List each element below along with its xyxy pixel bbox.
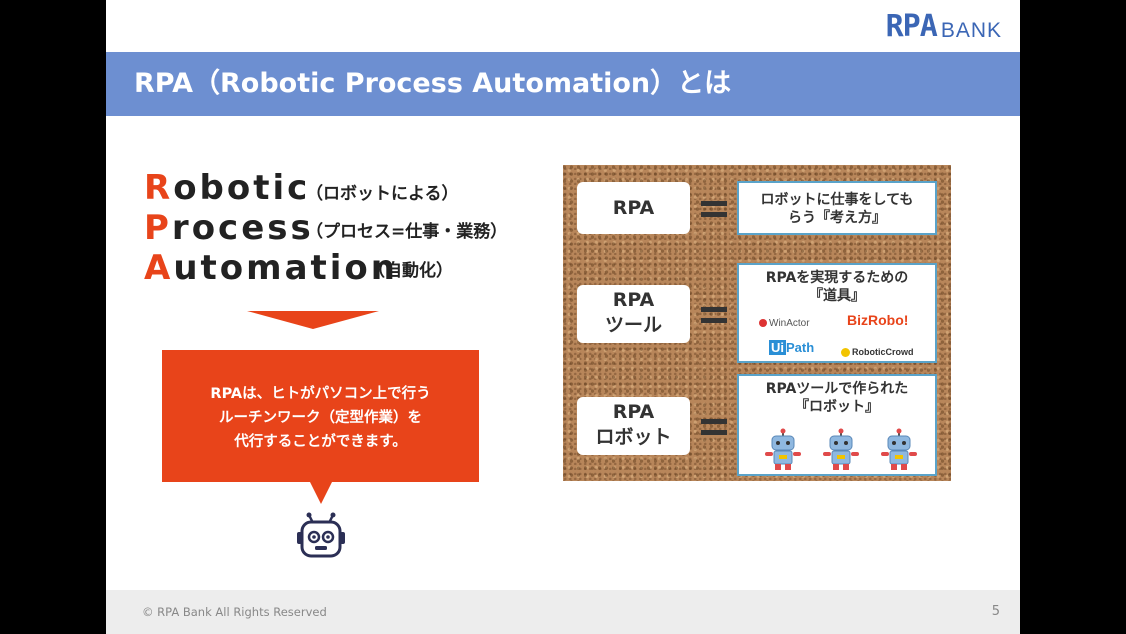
cork-board: RPA ロボットに仕事をしても らう『考え方』 RPA ツール RPAを実現する… xyxy=(563,165,951,481)
label-rpa-tool: RPA ツール xyxy=(577,285,690,343)
word-process: Process xyxy=(144,208,314,248)
definition-tool-line-2: 『道具』 xyxy=(809,288,865,304)
footer: © RPA Bank All Rights Reserved 5 xyxy=(106,590,1020,634)
uipath-ui-text: Ui xyxy=(769,340,786,355)
definition-concept: ロボットに仕事をしても らう『考え方』 xyxy=(737,181,937,235)
speech-bubble-tail xyxy=(310,482,332,504)
word-automation-rest: utomation xyxy=(173,248,398,288)
rpa-bank-logo: RPA BANK xyxy=(886,8,1002,42)
robot-face-icon xyxy=(297,512,345,558)
bubble-line-3: 代行することができます。 xyxy=(234,434,407,450)
word-automation-initial: A xyxy=(144,248,174,288)
slide-title: RPA（Robotic Process Automation）とは xyxy=(134,68,732,99)
word-robotic: Robotic xyxy=(144,168,310,208)
bubble-line-1: RPAは、ヒトがパソコン上で行う xyxy=(210,386,431,402)
winactor-mark-icon xyxy=(759,319,767,328)
winactor-logo: WinActor xyxy=(759,315,810,333)
equals-sign xyxy=(701,419,727,435)
word-robotic-rest: obotic xyxy=(173,168,311,208)
logo-rpa-text: RPA xyxy=(885,9,938,44)
bubble-line-2: ルーチンワーク（定型作業）を xyxy=(219,410,422,426)
definition-concept-line-1: ロボットに仕事をしても xyxy=(760,192,914,208)
roboticcrowd-mark-icon xyxy=(841,348,850,358)
word-robotic-initial: R xyxy=(144,168,174,208)
word-robotic-note: （ロボットによる） xyxy=(306,184,459,204)
definition-robot-line-1: RPAツールで作られた xyxy=(765,381,909,397)
label-rpa-tool-line-2: ツール xyxy=(604,314,662,336)
definition-tool-line-1: RPAを実現するための xyxy=(765,270,909,286)
label-rpa-robot-line-1: RPA xyxy=(612,401,655,423)
bizrobo-logo: BizRobo! xyxy=(847,312,909,328)
label-rpa-robot-line-2: ロボット xyxy=(595,426,672,448)
logo-bank-text: BANK xyxy=(940,19,1002,42)
word-process-note: （プロセス=仕事・業務） xyxy=(306,222,508,242)
copyright-text: © RPA Bank All Rights Reserved xyxy=(142,605,327,619)
definition-robot-line-2: 『ロボット』 xyxy=(795,399,879,415)
robot-illustration-icon xyxy=(765,428,801,470)
equals-sign xyxy=(701,307,727,323)
slide: RPA BANK RPA（Robotic Process Automation）… xyxy=(106,0,1020,634)
title-bar: RPA（Robotic Process Automation）とは xyxy=(106,52,1020,116)
definition-concept-line-2: らう『考え方』 xyxy=(788,210,886,226)
word-automation: Automation xyxy=(144,248,398,288)
roboticcrowd-logo: RoboticCrowd xyxy=(841,343,914,361)
word-process-initial: P xyxy=(144,208,172,248)
word-process-rest: rocess xyxy=(171,208,314,248)
definition-robot: RPAツールで作られた 『ロボット』 xyxy=(737,374,937,476)
label-rpa: RPA xyxy=(577,182,690,234)
label-rpa-text: RPA xyxy=(612,197,655,219)
page-number: 5 xyxy=(991,604,1000,619)
robot-illustration-icon xyxy=(881,428,917,470)
label-rpa-robot: RPA ロボット xyxy=(577,397,690,455)
label-rpa-tool-line-1: RPA xyxy=(612,289,655,311)
equals-sign xyxy=(701,201,727,217)
robot-illustration-icon xyxy=(823,428,859,470)
uipath-path-text: Path xyxy=(786,340,815,355)
down-arrow-shape xyxy=(247,311,379,329)
speech-bubble: RPAは、ヒトがパソコン上で行う ルーチンワーク（定型作業）を 代行することがで… xyxy=(162,350,479,482)
word-automation-note: （自動化） xyxy=(368,261,453,281)
